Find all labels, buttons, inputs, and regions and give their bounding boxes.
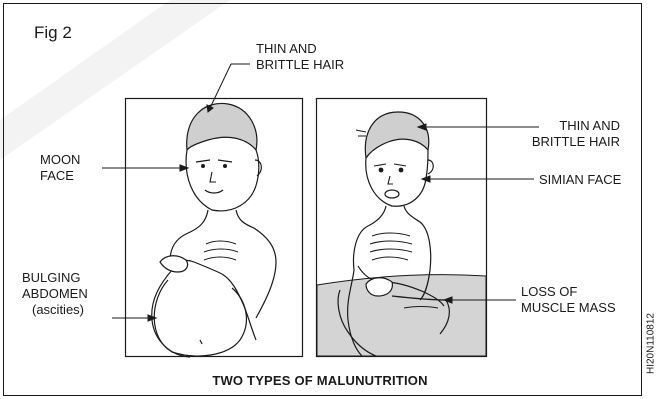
right-panel: [317, 99, 487, 357]
right-hair-label-line1: THIN AND: [520, 118, 620, 134]
ground: [317, 275, 486, 356]
caption: TWO TYPES OF MALUNUTRITION: [0, 373, 640, 389]
simian-face-label: SIMIAN FACE: [539, 172, 621, 188]
figure-code: HI20N110812: [644, 300, 658, 390]
figure-code-text: HI20N110812: [646, 299, 657, 389]
bulging-abdomen-label: BULGING ABDOMEN (ascities): [22, 270, 88, 318]
moon-face-label: MOON FACE: [40, 152, 80, 184]
abdomen-label-line1: BULGING: [22, 270, 88, 286]
muscle-label-line1: LOSS OF: [521, 284, 616, 300]
right-hair-label: THIN AND BRITTLE HAIR: [520, 118, 620, 150]
moon-face-label-line2: FACE: [40, 168, 80, 184]
left-hair-label-line1: THIN AND: [256, 41, 344, 57]
left-hair-label: THIN AND BRITTLE HAIR: [256, 41, 344, 73]
muscle-label-line2: MUSCLE MASS: [521, 300, 616, 316]
figure-label: Fig 2: [34, 25, 72, 41]
right-hair-label-line2: BRITTLE HAIR: [520, 134, 620, 150]
abdomen-label-line3: (ascities): [22, 302, 88, 318]
left-hair-label-line2: BRITTLE HAIR: [256, 57, 344, 73]
moon-face-label-line1: MOON: [40, 152, 80, 168]
abdomen-label-line2: ABDOMEN: [22, 286, 88, 302]
muscle-loss-label: LOSS OF MUSCLE MASS: [521, 284, 616, 316]
